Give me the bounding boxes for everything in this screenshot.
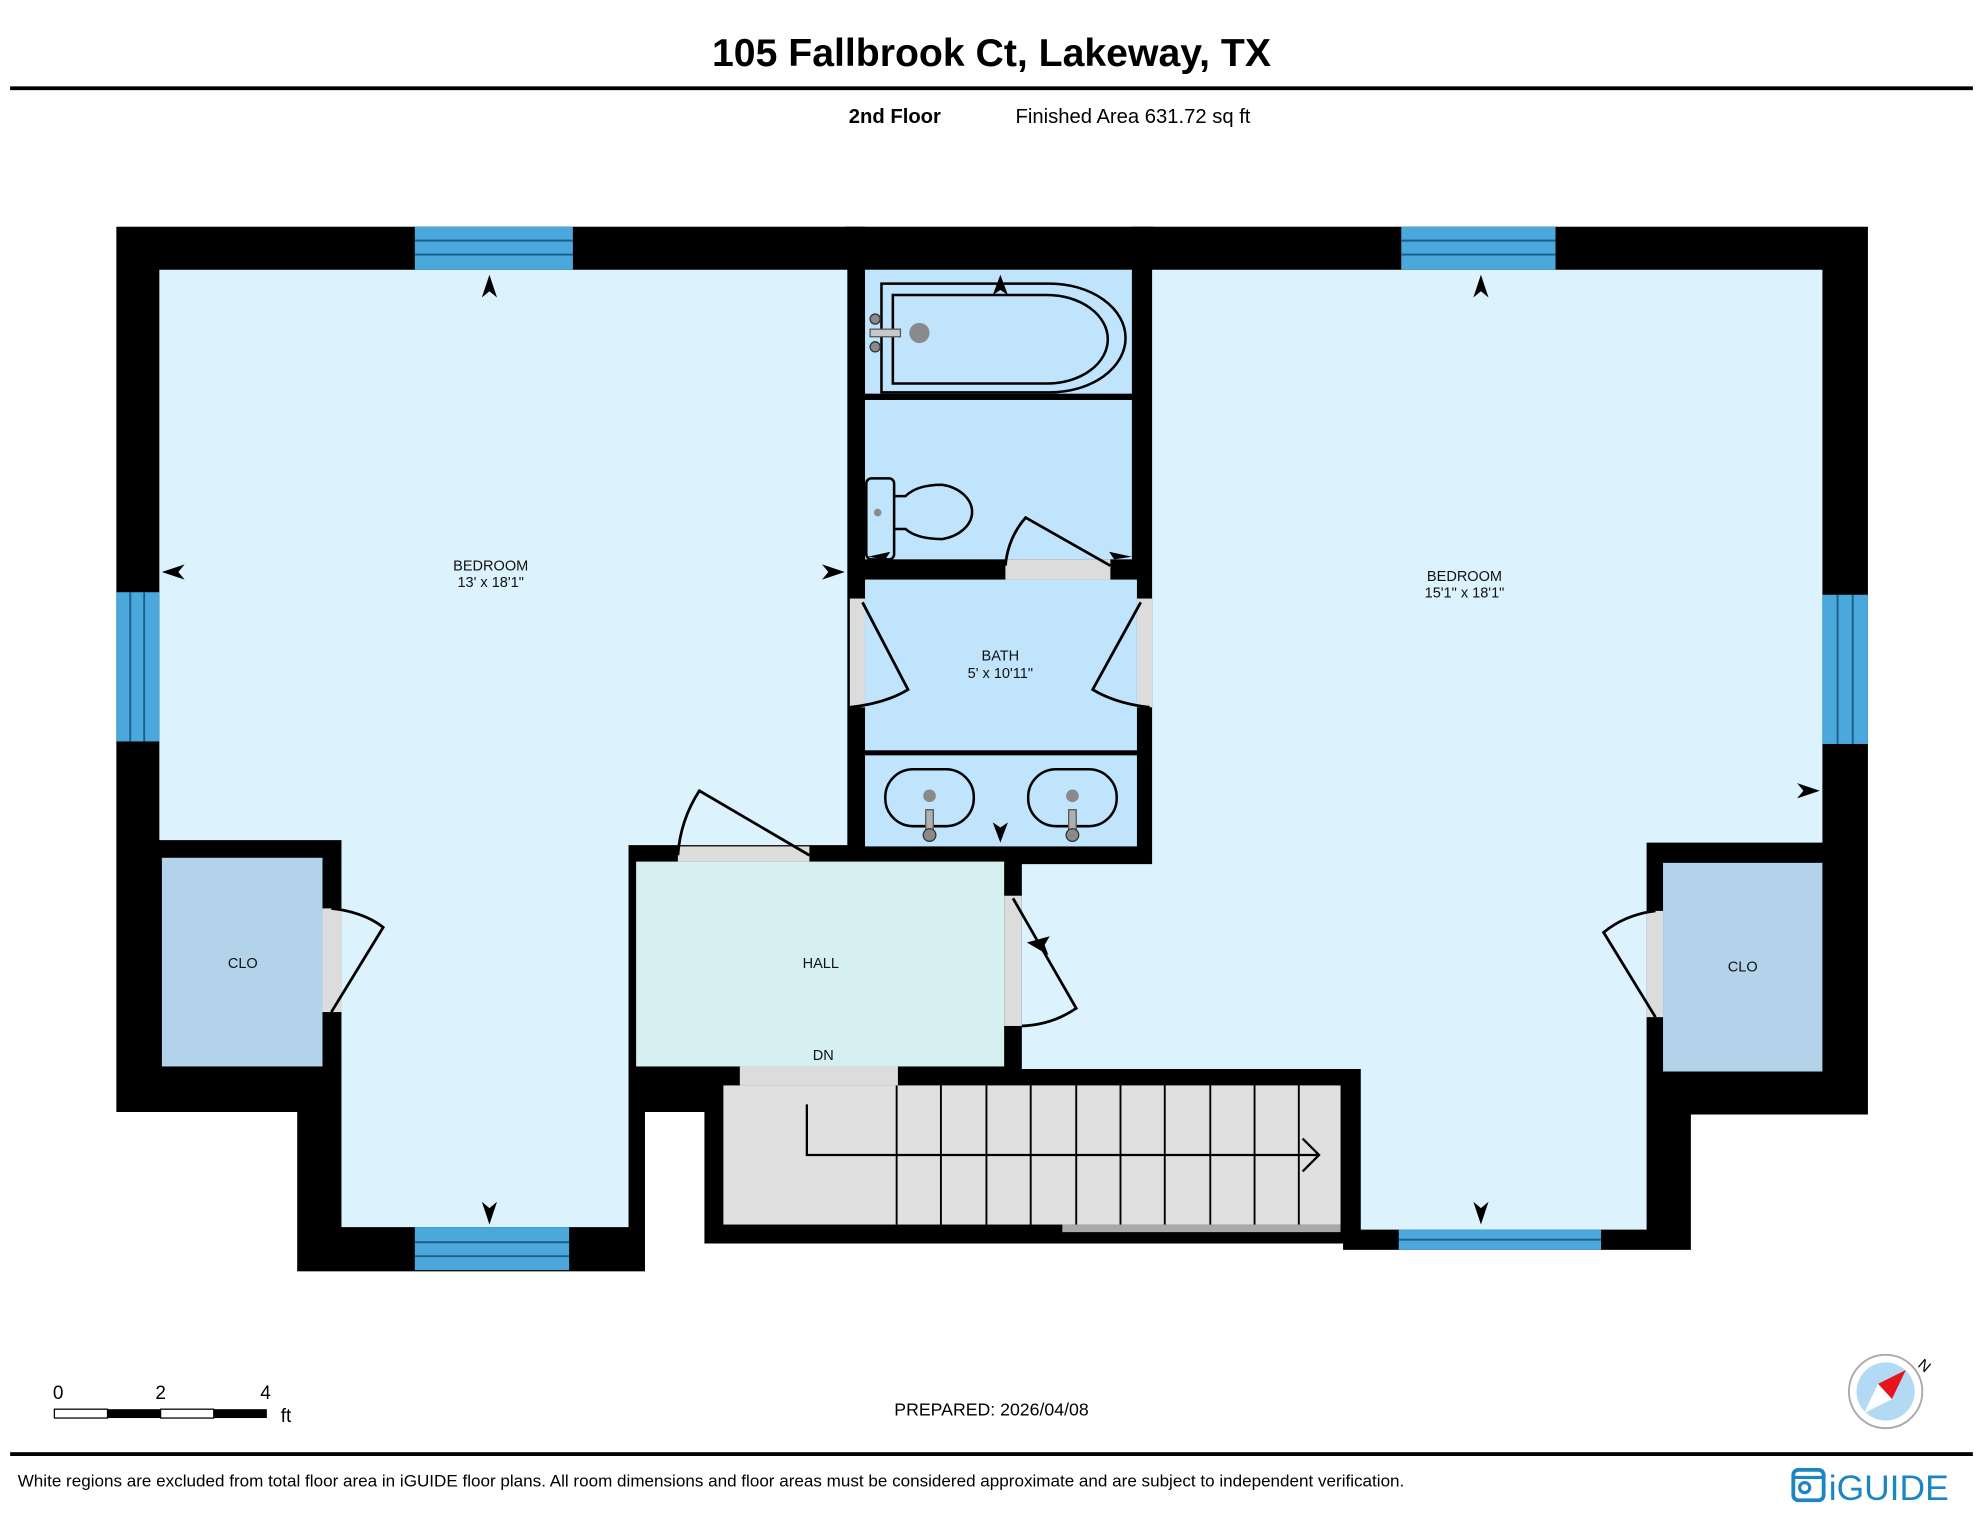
disclaimer: White regions are excluded from total fl…: [18, 1471, 1405, 1490]
room-dimensions: 15'1" x 18'1": [1425, 585, 1505, 601]
bath-main-floor: [865, 579, 1137, 751]
room-name: CLO: [228, 956, 258, 972]
closet-left-floor: [161, 857, 323, 1067]
arrow-up-icon: [992, 274, 1008, 296]
bedroom-left-floor: [159, 269, 848, 1228]
arrow-right-icon: [1109, 551, 1132, 560]
svg-text:ft: ft: [281, 1406, 292, 1427]
iguide-logo: iGUIDE: [1791, 1467, 1949, 1508]
stair-railing: [1062, 1224, 1341, 1233]
scale-bar: 0 2 4 ft: [53, 1383, 292, 1427]
stair-direction-arrow-icon: [805, 1104, 1321, 1173]
arrow-down-icon: [1473, 1201, 1489, 1225]
page-title: 105 Fallbrook Ct, Lakeway, TX: [712, 32, 1271, 75]
sink-icon: [1026, 768, 1118, 842]
stairs-down-label: DN: [813, 1048, 834, 1064]
window-icon: [414, 1227, 570, 1271]
arrow-right-icon: [1797, 783, 1820, 799]
iguide-logo-icon: [1791, 1467, 1826, 1503]
window-icon: [414, 226, 573, 270]
svg-text:4: 4: [260, 1383, 271, 1404]
arrow-up-icon: [481, 274, 498, 298]
door-swings: [330, 515, 1657, 1028]
bath-toilet-area: [865, 399, 1132, 560]
header-divider: [10, 86, 1973, 91]
arrow-left-icon: [161, 564, 185, 580]
measurement-arrows: [161, 274, 1820, 1225]
room-name: BATH: [982, 649, 1020, 665]
floor-label: 2nd Floor: [849, 106, 941, 128]
room-name: BEDROOM: [1427, 569, 1502, 585]
window-icon: [1822, 594, 1868, 744]
bathtub-icon: [869, 282, 1127, 394]
room-dimensions: 5' x 10'11": [968, 666, 1033, 682]
arrow-down-icon: [481, 1201, 498, 1225]
arrow-left-icon: [867, 551, 891, 560]
svg-text:2: 2: [155, 1383, 166, 1404]
room-name: CLO: [1728, 960, 1758, 976]
prepared-date: PREPARED: 2026/04/08: [894, 1400, 1089, 1420]
window-icon: [1401, 226, 1556, 270]
closet-right-floor: [1663, 862, 1823, 1072]
toilet-icon: [865, 477, 974, 561]
window-icon: [1398, 1229, 1602, 1250]
arrow-right-icon: [822, 564, 845, 580]
windows: [116, 226, 1868, 1271]
window-icon: [116, 592, 160, 742]
hall-floor: [636, 861, 1005, 1067]
room-name: HALL: [803, 956, 839, 972]
svg-text:0: 0: [53, 1383, 64, 1404]
finished-area: Finished Area 631.72 sq ft: [1016, 106, 1251, 128]
room-name: BEDROOM: [453, 559, 528, 575]
door-thresholds: [322, 559, 1664, 1086]
sink-icon: [884, 768, 976, 842]
bedroom-right-floor: [1021, 269, 1823, 1230]
room-dimensions: 13' x 18'1": [457, 575, 523, 591]
iguide-logo-text: iGUIDE: [1829, 1468, 1949, 1508]
arrow-down-icon: [992, 822, 1008, 843]
footer-divider: [10, 1452, 1973, 1456]
arrow-up-icon: [1473, 274, 1489, 298]
compass-icon: N: [1847, 1353, 1934, 1430]
